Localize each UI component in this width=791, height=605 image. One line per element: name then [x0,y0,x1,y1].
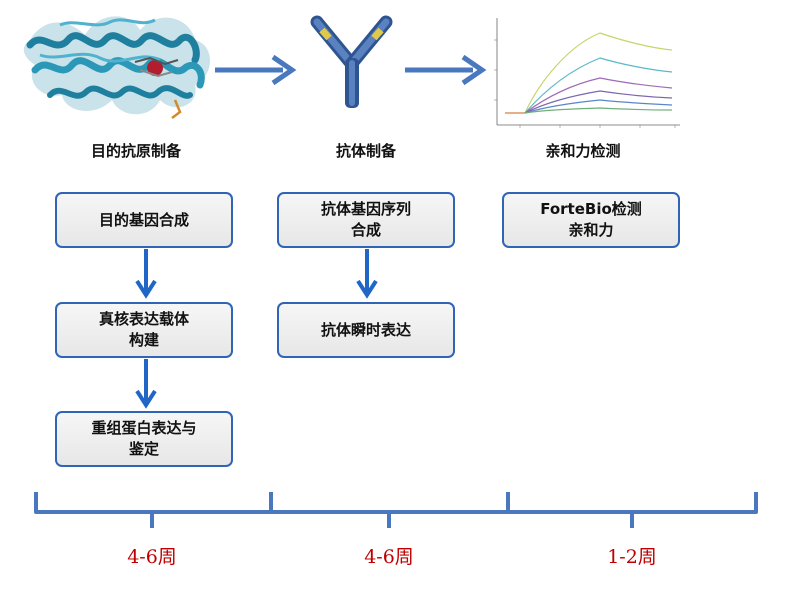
antibody-icon [310,15,393,108]
box-antigen-gene-synthesis: 目的基因合成 [55,192,233,248]
flow-arrow-1 [135,249,157,299]
protein-structure-icon [23,16,211,119]
period-affinity: 1-2周 [607,546,657,568]
timeline-bracket [34,492,758,528]
period-antigen: 4-6周 [127,546,177,568]
flow-arrow-3 [356,249,378,299]
binding-curve-chart-icon [494,18,680,128]
box-fortebio-affinity: ForteBio检测 亲和力 [502,192,680,248]
period-antibody: 4-6周 [364,546,414,568]
flow-arrow-2 [135,359,157,409]
stage-arrow-2 [405,54,487,86]
box-antibody-gene-synthesis: 抗体基因序列 合成 [277,192,455,248]
stage-arrow-1 [215,54,297,86]
stage-title-antibody: 抗体制备 [335,142,396,160]
box-eukaryotic-vector-construction: 真核表达载体 构建 [55,302,233,358]
stage-title-affinity: 亲和力检测 [545,142,621,160]
box-antibody-transient-expression: 抗体瞬时表达 [277,302,455,358]
stage-title-antigen: 目的抗原制备 [90,142,181,160]
box-recombinant-protein-expression: 重组蛋白表达与 鉴定 [55,411,233,467]
